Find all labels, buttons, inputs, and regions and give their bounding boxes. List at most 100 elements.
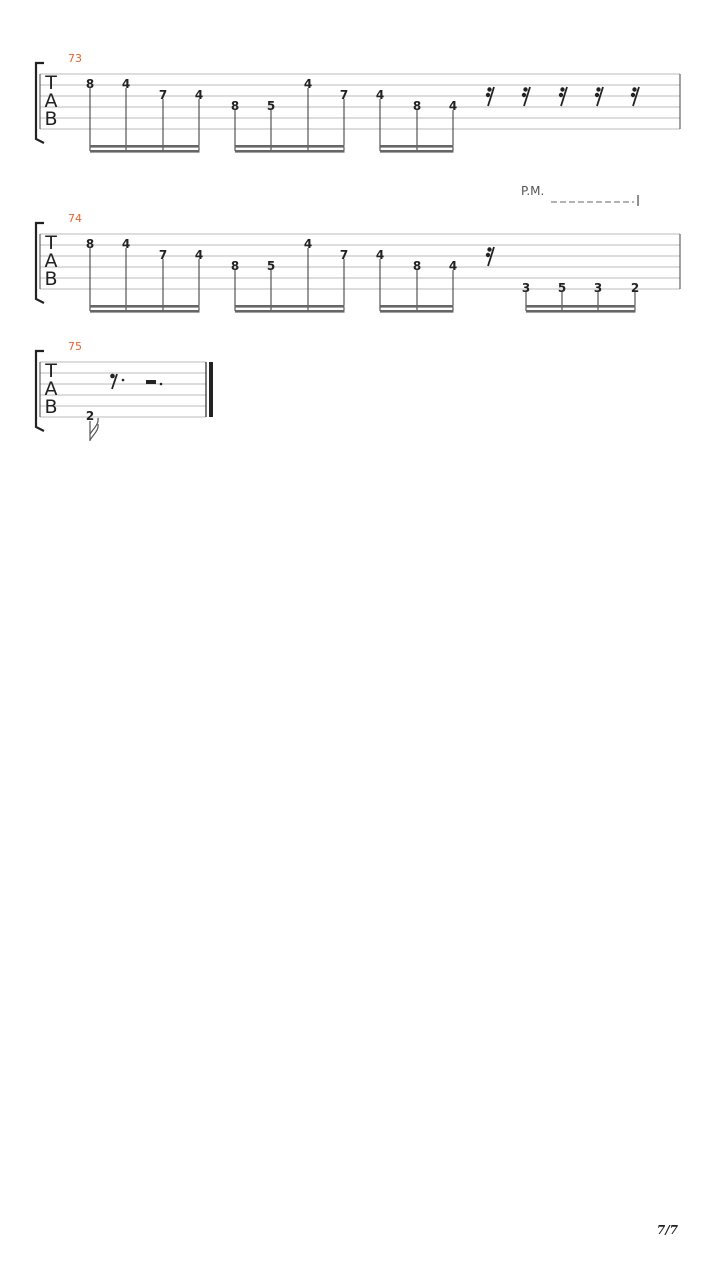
note: 8 [86, 237, 94, 311]
beam-primary [526, 305, 636, 308]
tab-clef-a: A [45, 378, 58, 400]
sixteenth-rest-icon [630, 86, 640, 107]
fret-number: 3 [522, 281, 530, 295]
system-brace [34, 221, 45, 304]
tab-system-1: 73 T A B 8 4 7 [34, 52, 681, 153]
note: 8 [413, 259, 421, 311]
sixteenth-rest-icon [485, 246, 495, 267]
tab-clef-b: B [44, 108, 57, 130]
note: 4 [449, 99, 457, 151]
beam-group: 3 5 3 2 [522, 281, 639, 313]
fret-number: 7 [340, 248, 348, 262]
sixteenth-rest-icon [485, 86, 495, 107]
note: 4 [195, 248, 203, 311]
beam-group: 8 5 4 7 [231, 237, 348, 313]
note: 7 [340, 88, 348, 151]
beam-secondary [526, 310, 636, 313]
note: 4 [122, 237, 130, 311]
palm-mute-marking: P.M. [521, 184, 639, 206]
page-number: 7/7 [657, 1223, 679, 1237]
dotted-eighth-rest-icon [110, 373, 125, 390]
note: 4 [449, 259, 457, 311]
fret-number: 4 [376, 88, 384, 102]
note: 7 [340, 248, 348, 311]
measure-number: 73 [68, 52, 82, 65]
note: 4 [304, 77, 312, 151]
fret-number: 8 [231, 99, 239, 113]
note: 4 [122, 77, 130, 151]
beam-secondary [380, 310, 454, 313]
beam-secondary [235, 310, 345, 313]
note: 5 [558, 281, 566, 311]
fret-number: 5 [558, 281, 566, 295]
tab-clef-a: A [45, 250, 58, 272]
note: 4 [376, 248, 384, 311]
palm-mute-label: P.M. [521, 184, 544, 198]
tab-clef-a: A [45, 90, 58, 112]
note: 3 [594, 281, 602, 311]
fret-number: 8 [86, 237, 94, 251]
note: 2 [86, 409, 99, 441]
fret-number: 4 [195, 248, 203, 262]
fret-number: 4 [376, 248, 384, 262]
fret-number: 8 [413, 99, 421, 113]
beam-primary [235, 305, 345, 308]
system-brace [34, 349, 45, 432]
fret-number: 4 [449, 99, 457, 113]
tremolo-slash-icon [89, 423, 99, 441]
sixteenth-rest-icon [594, 86, 604, 107]
beam-group: 4 8 4 [376, 248, 457, 313]
beam-primary [380, 145, 454, 148]
beam-secondary [380, 150, 454, 153]
note: 8 [231, 259, 239, 311]
fret-number: 4 [195, 88, 203, 102]
note: 7 [159, 248, 167, 311]
beam-primary [235, 145, 345, 148]
beam-secondary [90, 150, 200, 153]
dotted-half-rest-icon [146, 380, 163, 386]
fret-number: 3 [594, 281, 602, 295]
fret-number: 2 [86, 409, 94, 423]
measure-number: 74 [68, 212, 82, 225]
fret-number: 8 [86, 77, 94, 91]
note: 5 [267, 99, 275, 151]
fret-number: 5 [267, 99, 275, 113]
system-brace [34, 61, 45, 144]
sixteenth-rest-icon [558, 86, 568, 107]
note: 8 [231, 99, 239, 151]
beam-primary [380, 305, 454, 308]
tremolo-slash-icon [89, 417, 99, 435]
note: 7 [159, 88, 167, 151]
final-barline-thick [209, 362, 213, 417]
fret-number: 4 [304, 77, 312, 91]
fret-number: 7 [159, 88, 167, 102]
beam-secondary [90, 310, 200, 313]
beam-secondary [235, 150, 345, 153]
beam-group: 8 5 4 7 [231, 77, 348, 153]
beam-primary [90, 305, 200, 308]
note: 4 [195, 88, 203, 151]
fret-number: 4 [122, 77, 130, 91]
note: 8 [413, 99, 421, 151]
fret-number: 8 [231, 259, 239, 273]
fret-number: 4 [304, 237, 312, 251]
beam-group: 8 4 7 4 [86, 237, 203, 313]
note: 8 [86, 77, 94, 151]
beam-primary [90, 145, 200, 148]
staff-lines [40, 361, 206, 418]
fret-number: 7 [159, 248, 167, 262]
tab-clef-t: T [44, 232, 57, 254]
note: 5 [267, 259, 275, 311]
tab-clef-b: B [44, 396, 57, 418]
tab-clef-b: B [44, 268, 57, 290]
fret-number: 5 [267, 259, 275, 273]
note: 4 [304, 237, 312, 311]
fret-number: 2 [631, 281, 639, 295]
fret-number: 4 [122, 237, 130, 251]
sixteenth-rest-icon [521, 86, 531, 107]
fret-number: 4 [449, 259, 457, 273]
staff-lines [40, 73, 680, 130]
note: 2 [631, 281, 639, 311]
note: 4 [376, 88, 384, 151]
